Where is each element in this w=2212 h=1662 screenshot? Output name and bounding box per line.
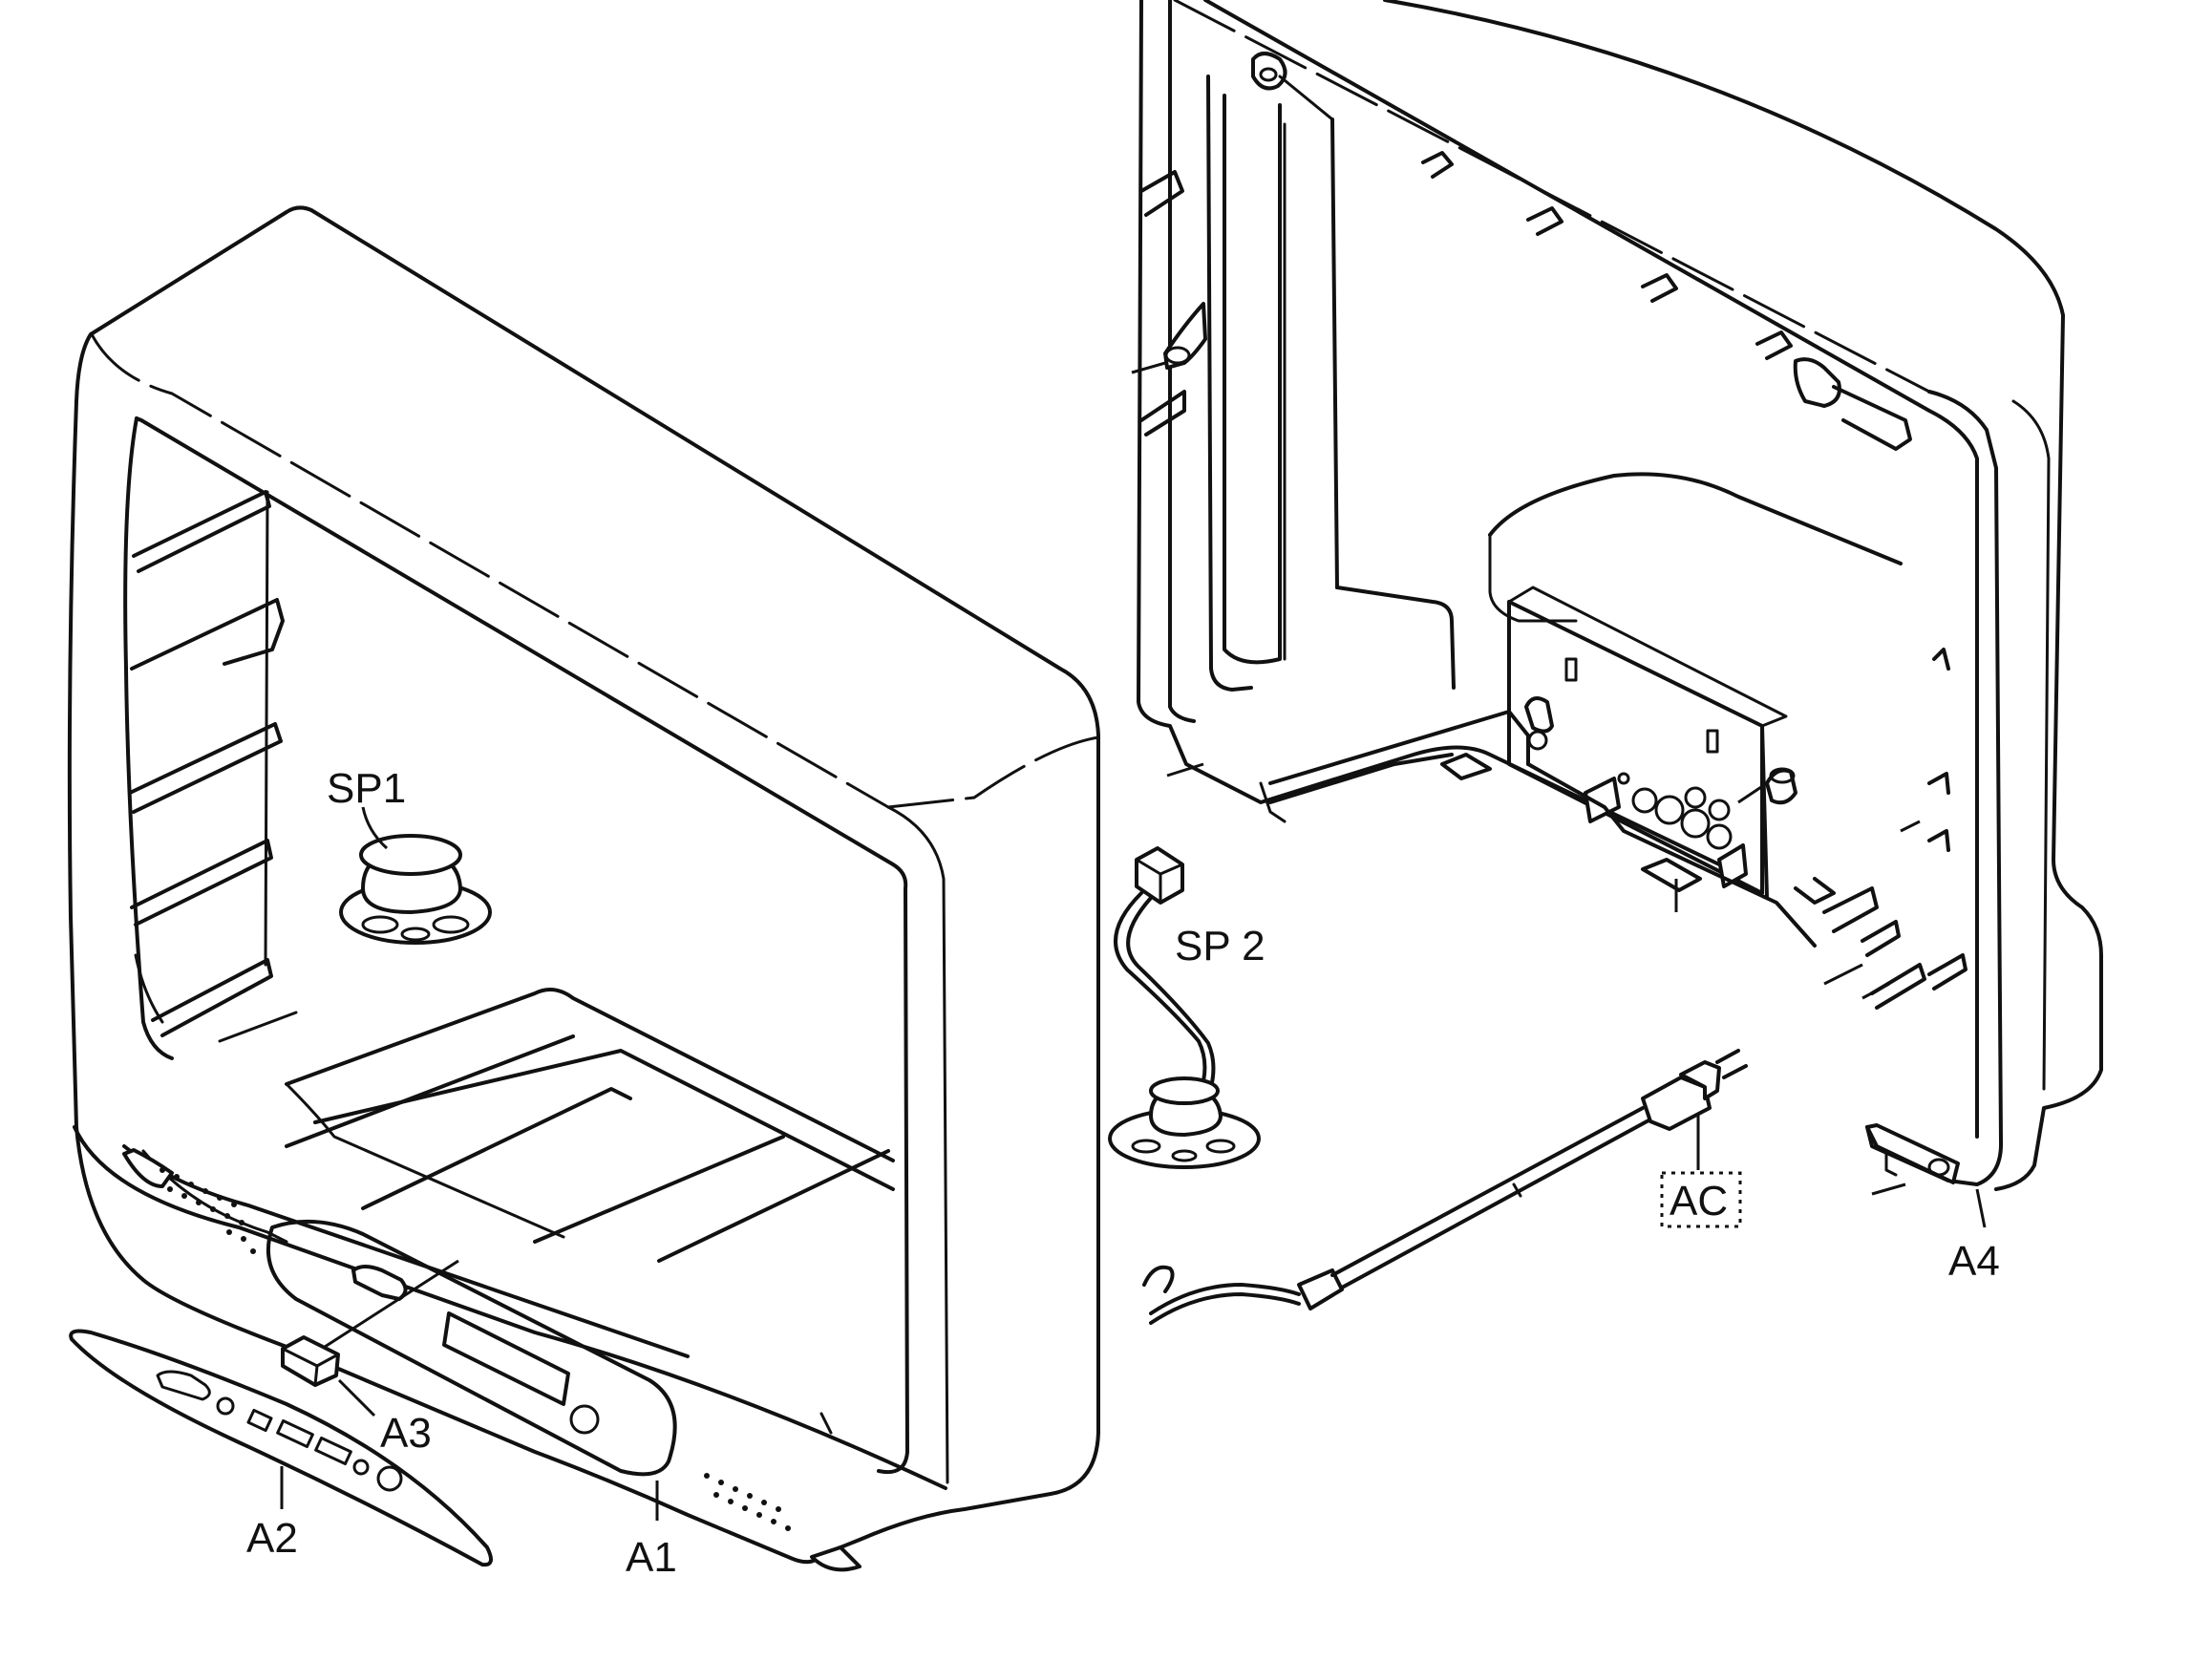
part-a3-knob: [281, 1335, 340, 1387]
speaker-sp2: [1108, 846, 1261, 1169]
label-a1: A1: [626, 1534, 677, 1581]
label-sp2: SP 2: [1175, 923, 1266, 970]
speaker-grille-left: [160, 1167, 256, 1254]
label-ac-box: [1660, 1171, 1742, 1228]
label-a4: A4: [1948, 1238, 2000, 1285]
part-a2-panel: [69, 1329, 493, 1567]
rear-cabinet-a4: [1131, 0, 2103, 1196]
label-ac: AC: [1670, 1178, 1728, 1225]
label-a3: A3: [380, 1410, 432, 1457]
speaker-grille-right: [704, 1473, 791, 1531]
label-sp1: SP1: [327, 765, 406, 812]
front-cabinet: [67, 205, 1100, 1572]
leader-sp1: [361, 806, 389, 850]
ac-power-cord: [1142, 1049, 1748, 1325]
leader-a4: [1975, 1188, 1987, 1228]
label-a2: A2: [246, 1515, 298, 1562]
leader-a3: [337, 1378, 376, 1417]
speaker-sp1: [339, 834, 492, 945]
leader-a3-top: [324, 1259, 459, 1349]
